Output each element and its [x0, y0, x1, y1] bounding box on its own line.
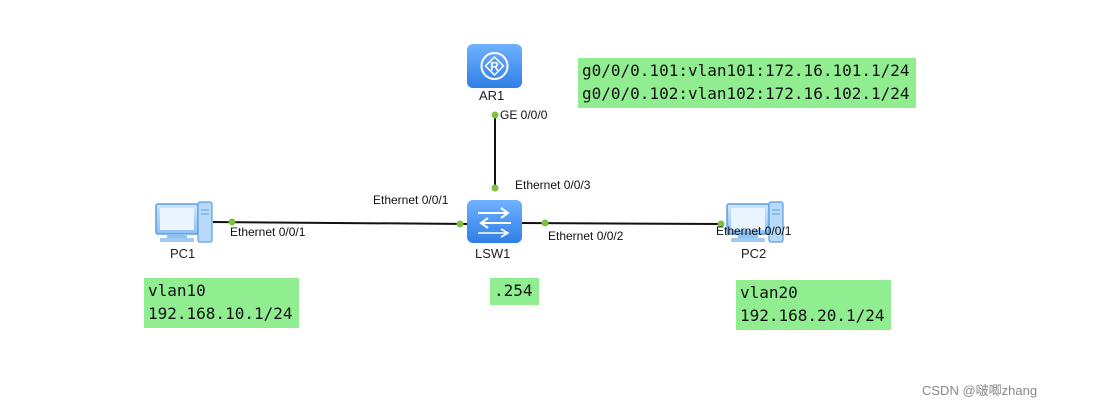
port-label-lsw1-e1: Ethernet 0/0/1 — [373, 193, 449, 207]
port-dot-lsw1-e1 — [456, 220, 464, 228]
port-dot-pc1 — [228, 218, 236, 226]
pc1-vlan-note: vlan10 192.168.10.1/24 — [144, 278, 299, 328]
link-lsw1-pc2 — [519, 222, 723, 225]
port-dot-lsw1-e3 — [491, 184, 499, 192]
note-line: g0/0/0.101:vlan101:172.16.101.1/24 — [582, 61, 910, 80]
port-label-pc1: Ethernet 0/0/1 — [230, 225, 306, 239]
port-label-lsw1-e2: Ethernet 0/0/2 — [548, 229, 624, 243]
link-pc1-lsw1 — [212, 221, 471, 225]
pc-icon[interactable] — [726, 201, 784, 243]
note-line: 192.168.10.1/24 — [148, 304, 293, 323]
device-label-pc2: PC2 — [741, 246, 767, 261]
note-line: .254 — [494, 281, 533, 300]
device-label-ar1: AR1 — [479, 88, 505, 103]
switch-address-note: .254 — [490, 278, 539, 305]
port-label-pc2: Ethernet 0/0/1 — [716, 224, 792, 238]
port-label-lsw1-e3: Ethernet 0/0/3 — [515, 178, 591, 192]
port-dot-lsw1-e2 — [541, 219, 549, 227]
port-label-ar1-ge: GE 0/0/0 — [500, 108, 548, 122]
port-dot-ar1-ge — [491, 111, 499, 119]
note-line: vlan10 — [148, 281, 206, 300]
svg-text:R: R — [490, 60, 499, 74]
device-label-pc1: PC1 — [170, 246, 196, 261]
watermark: CSDN @啵唧zhang — [922, 383, 1038, 398]
device-label-lsw1: LSW1 — [475, 246, 511, 261]
router-icon[interactable]: R — [467, 44, 522, 88]
router-subinterface-note: g0/0/0.101:vlan101:172.16.101.1/24 g0/0/… — [578, 58, 916, 108]
port-dot-pc2 — [717, 220, 725, 228]
note-line: vlan20 — [740, 283, 798, 302]
pc2-vlan-note: vlan20 192.168.20.1/24 — [736, 280, 891, 330]
switch-icon[interactable] — [467, 200, 522, 243]
note-line: g0/0/0.102:vlan102:172.16.102.1/24 — [582, 84, 910, 103]
pc-icon[interactable] — [155, 201, 213, 243]
note-line: 192.168.20.1/24 — [740, 306, 885, 325]
